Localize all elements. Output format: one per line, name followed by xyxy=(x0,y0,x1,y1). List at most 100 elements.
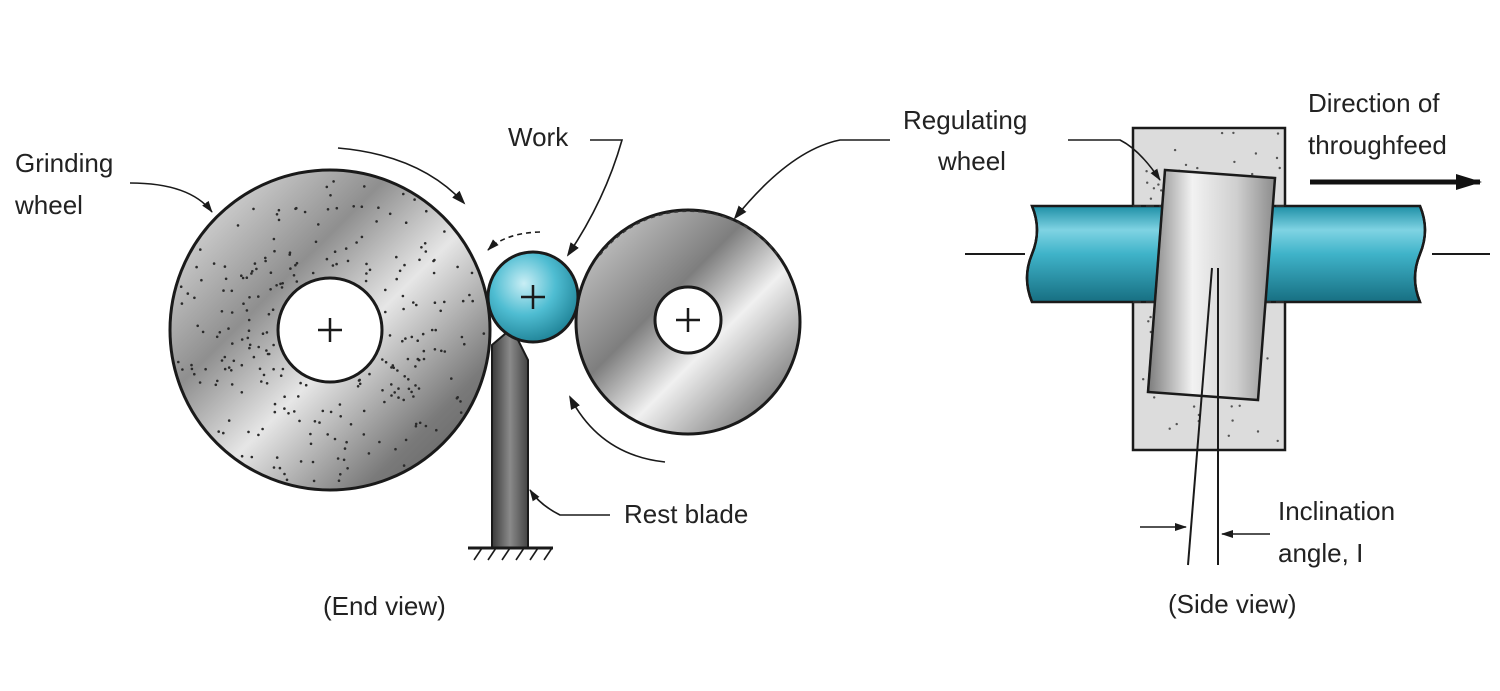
grit-dot xyxy=(223,265,227,268)
grit-dot xyxy=(415,303,418,307)
grit-dot xyxy=(179,285,183,289)
grit-dot xyxy=(223,355,227,359)
grit-dot xyxy=(403,263,406,267)
grit-dot xyxy=(1233,160,1236,164)
end-view-caption: (End view) xyxy=(323,591,446,621)
grit-dot xyxy=(1238,404,1241,407)
grit-dot xyxy=(433,301,437,305)
grinding-wheel-leader xyxy=(129,182,213,213)
grit-dot xyxy=(423,242,427,245)
work-rotation-arrow xyxy=(487,231,541,251)
grit-dot xyxy=(407,387,411,391)
grit-dot xyxy=(404,221,408,224)
grit-dot xyxy=(260,380,263,383)
grit-dot xyxy=(261,427,264,431)
grit-dot xyxy=(355,241,358,244)
grit-dot xyxy=(1192,405,1196,408)
grit-dot xyxy=(304,383,308,387)
grit-dot xyxy=(417,387,421,390)
grit-dot xyxy=(463,342,466,346)
grit-dot xyxy=(252,207,255,211)
grit-dot xyxy=(271,308,275,312)
grit-dot xyxy=(381,358,384,361)
grit-dot xyxy=(214,383,218,387)
grit-dot xyxy=(435,428,438,432)
grit-dot xyxy=(275,213,279,216)
grit-dot xyxy=(272,237,276,241)
grit-dot xyxy=(312,479,316,483)
grinding-wheel-center-mark xyxy=(318,318,342,342)
grit-dot xyxy=(331,264,335,267)
grit-dot xyxy=(247,318,251,322)
grit-dot xyxy=(402,398,406,402)
grit-dot xyxy=(1173,148,1177,152)
grit-dot xyxy=(338,403,342,406)
grit-dot xyxy=(356,385,360,388)
grit-dot xyxy=(375,220,378,223)
grit-dot xyxy=(388,334,392,337)
grit-dot xyxy=(357,379,361,382)
grit-dot xyxy=(391,364,395,367)
grit-dot xyxy=(250,455,254,459)
grit-dot xyxy=(309,432,312,436)
work-center-mark xyxy=(521,285,545,309)
grit-dot xyxy=(482,332,486,335)
grit-dot xyxy=(378,440,381,444)
regulating-wheel-center-mark xyxy=(676,308,700,332)
grit-dot xyxy=(420,246,423,249)
grit-dot xyxy=(250,272,253,275)
grit-dot xyxy=(413,198,416,201)
grit-dot xyxy=(186,292,190,295)
grit-dot xyxy=(362,409,366,413)
grit-dot xyxy=(360,205,364,208)
grit-dot xyxy=(325,257,329,261)
grit-dot xyxy=(218,331,222,334)
grit-dot xyxy=(198,381,202,384)
grit-dot xyxy=(279,374,283,378)
grit-dot xyxy=(342,458,346,462)
grit-dot xyxy=(443,300,446,304)
grit-dot xyxy=(1232,131,1235,135)
grinding-wheel-grit-texture xyxy=(177,180,486,483)
grit-dot xyxy=(459,400,462,403)
grit-dot xyxy=(285,478,289,482)
grit-dot xyxy=(433,258,436,262)
grit-dot xyxy=(395,277,399,281)
grit-dot xyxy=(303,210,307,214)
grit-dot xyxy=(283,407,286,410)
grit-dot xyxy=(215,335,219,339)
grit-dot xyxy=(422,357,426,361)
grit-dot xyxy=(311,271,315,275)
grit-dot xyxy=(364,279,368,283)
grit-dot xyxy=(337,479,341,483)
grit-dot xyxy=(230,383,234,386)
grit-dot xyxy=(224,277,228,281)
grit-dot xyxy=(456,265,459,269)
grit-dot xyxy=(414,384,417,387)
grit-dot xyxy=(410,390,413,394)
grit-dot xyxy=(383,400,386,404)
grit-dot xyxy=(247,329,251,333)
grit-dot xyxy=(1230,405,1233,408)
grit-dot xyxy=(201,330,205,334)
grit-dot xyxy=(421,332,425,336)
grit-dot xyxy=(416,357,420,361)
grit-dot xyxy=(181,368,184,371)
grit-dot xyxy=(264,259,267,263)
grit-dot xyxy=(358,382,362,386)
grit-dot xyxy=(298,419,301,423)
grit-dot xyxy=(392,366,396,370)
grit-dot xyxy=(223,367,227,371)
grit-dot xyxy=(418,258,421,262)
grit-dot xyxy=(222,431,225,435)
grit-dot xyxy=(265,331,269,334)
grit-dot xyxy=(333,250,337,253)
grit-dot xyxy=(412,395,415,398)
ground-hatching xyxy=(473,547,553,561)
grit-dot xyxy=(227,419,231,422)
grit-dot xyxy=(267,312,271,316)
grit-dot xyxy=(403,375,407,378)
grit-dot xyxy=(242,302,245,306)
grit-dot xyxy=(217,430,220,433)
grit-dot xyxy=(470,271,474,275)
